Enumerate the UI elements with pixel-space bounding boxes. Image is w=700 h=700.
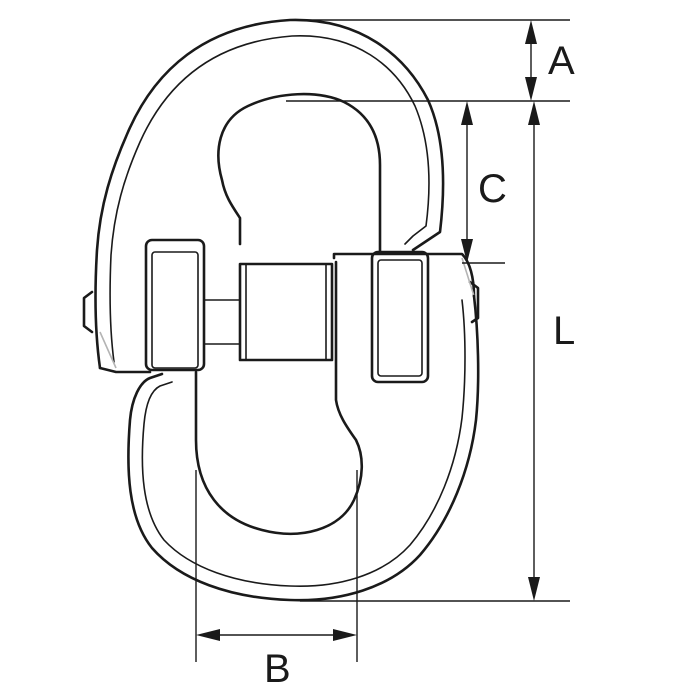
dimension-c-arrow-bottom: [461, 239, 473, 263]
dimension-labels: A C L B: [264, 39, 575, 691]
dimension-l-arrow-top: [528, 101, 540, 125]
lower-link-eye: [194, 260, 364, 536]
label-l: L: [553, 309, 575, 353]
center-pin-body: [238, 262, 334, 362]
lower-link-right-lug: [332, 252, 476, 298]
upper-link-outer-contour: [94, 18, 445, 370]
label-c: C: [478, 167, 507, 211]
lower-link-split-line: [461, 257, 475, 297]
dimension-b-arrow-left: [196, 629, 220, 641]
left-lug-inner: [151, 251, 199, 369]
lower-link-outer-contour: [127, 294, 480, 602]
label-a: A: [548, 39, 575, 83]
lower-link: [127, 250, 480, 602]
upper-link-split-line: [99, 331, 117, 369]
upper-link: [82, 18, 445, 374]
dimension-l-arrow-bottom: [528, 577, 540, 601]
upper-link-knob: [82, 290, 94, 334]
dimension-a-arrow-bottom: [525, 77, 537, 101]
label-b: B: [264, 647, 291, 691]
upper-link-inner-contour: [109, 35, 430, 363]
left-lug-outer: [144, 238, 206, 372]
upper-link-bottom-edge: [98, 366, 152, 374]
lower-link-inner-contour: [141, 299, 466, 588]
dimension-a-arrow-top: [525, 20, 537, 44]
dimension-c-arrow-top: [461, 101, 473, 125]
right-lug-inner: [377, 259, 423, 377]
dimension-lines: [195, 19, 570, 662]
left-lug: [144, 238, 206, 372]
dimension-b-arrow-right: [333, 629, 357, 641]
right-lug-outer: [370, 250, 430, 384]
upper-link-eye: [217, 92, 382, 254]
center-pin: [203, 262, 334, 362]
